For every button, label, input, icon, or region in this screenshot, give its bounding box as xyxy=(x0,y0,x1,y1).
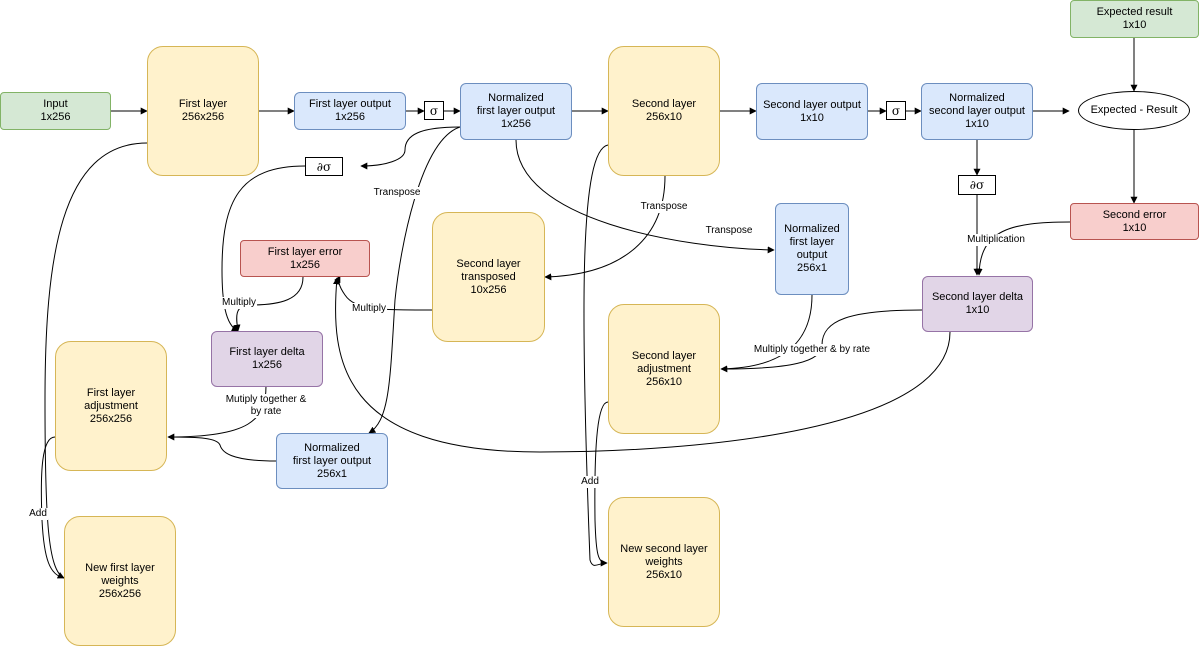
edge-dsigma-to-first-delta xyxy=(221,165,306,332)
dsigma-operator-second: ∂σ xyxy=(958,175,996,195)
new-first-weights-node: New first layer weights 256x256 xyxy=(64,516,176,646)
input-node: Input 1x256 xyxy=(0,92,111,130)
new-second-weights-label: New second layer weights 256x10 xyxy=(620,542,708,581)
second-layer-output-label: Second layer output 1x10 xyxy=(763,98,861,124)
second-layer-transposed-node: Second layer transposed 10x256 xyxy=(432,212,545,342)
edge-error-to-delta xyxy=(975,221,1071,276)
edge-first-layer-to-new-weights xyxy=(44,142,148,579)
edge-label-multiplication: Multiplication xyxy=(966,234,1026,246)
edge-label-add-second: Add xyxy=(580,476,600,488)
expected-result-label: Expected result 1x10 xyxy=(1096,6,1173,31)
second-layer-transposed-label: Second layer transposed 10x256 xyxy=(456,257,521,296)
edge-label-mutiply-together-rate: Mutiply together & by rate xyxy=(224,394,308,418)
edge-norm256x1-to-adjustment xyxy=(720,294,813,373)
first-layer-node: First layer 256x256 xyxy=(147,46,259,176)
expected-result-node: Expected result 1x10 xyxy=(1070,0,1199,38)
edge-second-layer-to-transposed xyxy=(544,175,666,281)
second-layer-delta-node: Second layer delta 1x10 xyxy=(922,276,1033,332)
first-layer-output-label: First layer output 1x256 xyxy=(309,98,391,123)
normalized-first-output-256x1-right-node: Normalized first layer output 256x1 xyxy=(775,203,849,295)
edge-label-multiply-transposed: Multiply xyxy=(351,303,387,315)
edge-label-multiply-delta: Multiply xyxy=(221,297,257,309)
edge-label-multiply-together-rate: Multiply together & by rate xyxy=(752,344,872,356)
edge-normalized-to-normalized-b xyxy=(368,126,461,434)
edge-label-add-first: Add xyxy=(28,508,48,520)
first-layer-delta-node: First layer delta 1x256 xyxy=(211,331,323,387)
edge-delta-to-adjustment xyxy=(720,309,923,370)
new-second-weights-node: New second layer weights 256x10 xyxy=(608,497,720,627)
edge-label-transpose-second: Transpose xyxy=(639,201,689,213)
first-layer-adjustment-node: First layer adjustment 256x256 xyxy=(55,341,167,471)
edge-normalized-to-dsigma xyxy=(360,126,461,170)
normalized-first-output-label: Normalized first layer output 1x256 xyxy=(476,92,556,130)
first-layer-error-node: First layer error 1x256 xyxy=(240,240,370,277)
expected-minus-result-label: Expected - Result xyxy=(1090,104,1178,116)
second-layer-delta-label: Second layer delta 1x10 xyxy=(931,291,1024,316)
first-layer-output-node: First layer output 1x256 xyxy=(294,92,406,130)
normalized-first-output-256x1-right-label: Normalized first layer output 256x1 xyxy=(784,223,840,274)
normalized-second-output-label: Normalized second layer output 1x10 xyxy=(928,92,1025,130)
normalized-first-output-node: Normalized first layer output 1x256 xyxy=(460,83,572,140)
normalized-second-output-node: Normalized second layer output 1x10 xyxy=(921,83,1033,140)
sigma-operator-2: σ xyxy=(886,101,906,120)
first-layer-label: First layer 256x256 xyxy=(178,98,228,123)
second-layer-node: Second layer 256x10 xyxy=(608,46,720,176)
second-error-node: Second error 1x10 xyxy=(1070,203,1199,240)
expected-minus-result-node: Expected - Result xyxy=(1078,91,1190,130)
edge-normalized-to-normalized-256x1 xyxy=(515,139,775,254)
input-node-label: Input 1x256 xyxy=(40,98,71,123)
normalized-first-output-256x1-bottom-node: Normalized first layer output 256x1 xyxy=(276,433,388,489)
normalized-first-output-256x1-bottom-label: Normalized first layer output 256x1 xyxy=(292,441,372,480)
second-layer-label: Second layer 256x10 xyxy=(631,98,697,123)
second-layer-adjustment-node: Second layer adjustment 256x10 xyxy=(608,304,720,434)
edge-label-transpose-third: Transpose xyxy=(704,225,754,237)
first-layer-error-label: First layer error 1x256 xyxy=(267,245,343,271)
dsigma-operator-first: ∂σ xyxy=(305,157,343,176)
second-layer-adjustment-label: Second layer adjustment 256x10 xyxy=(631,349,697,388)
edge-second-layer-to-new-weights xyxy=(583,144,609,567)
edge-label-transpose-first: Transpose xyxy=(372,187,422,199)
second-error-label: Second error 1x10 xyxy=(1102,208,1167,234)
edge-adjustment-to-new-second xyxy=(594,401,609,564)
first-layer-delta-label: First layer delta 1x256 xyxy=(229,346,305,371)
edge-second-delta-to-first-error xyxy=(332,277,951,453)
sigma-operator-1: σ xyxy=(424,101,444,120)
second-layer-output-node: Second layer output 1x10 xyxy=(756,83,868,140)
first-layer-adjustment-label: First layer adjustment 256x256 xyxy=(84,386,138,425)
new-first-weights-label: New first layer weights 256x256 xyxy=(85,561,155,600)
edge-norm-b-to-adjustment xyxy=(167,436,277,462)
